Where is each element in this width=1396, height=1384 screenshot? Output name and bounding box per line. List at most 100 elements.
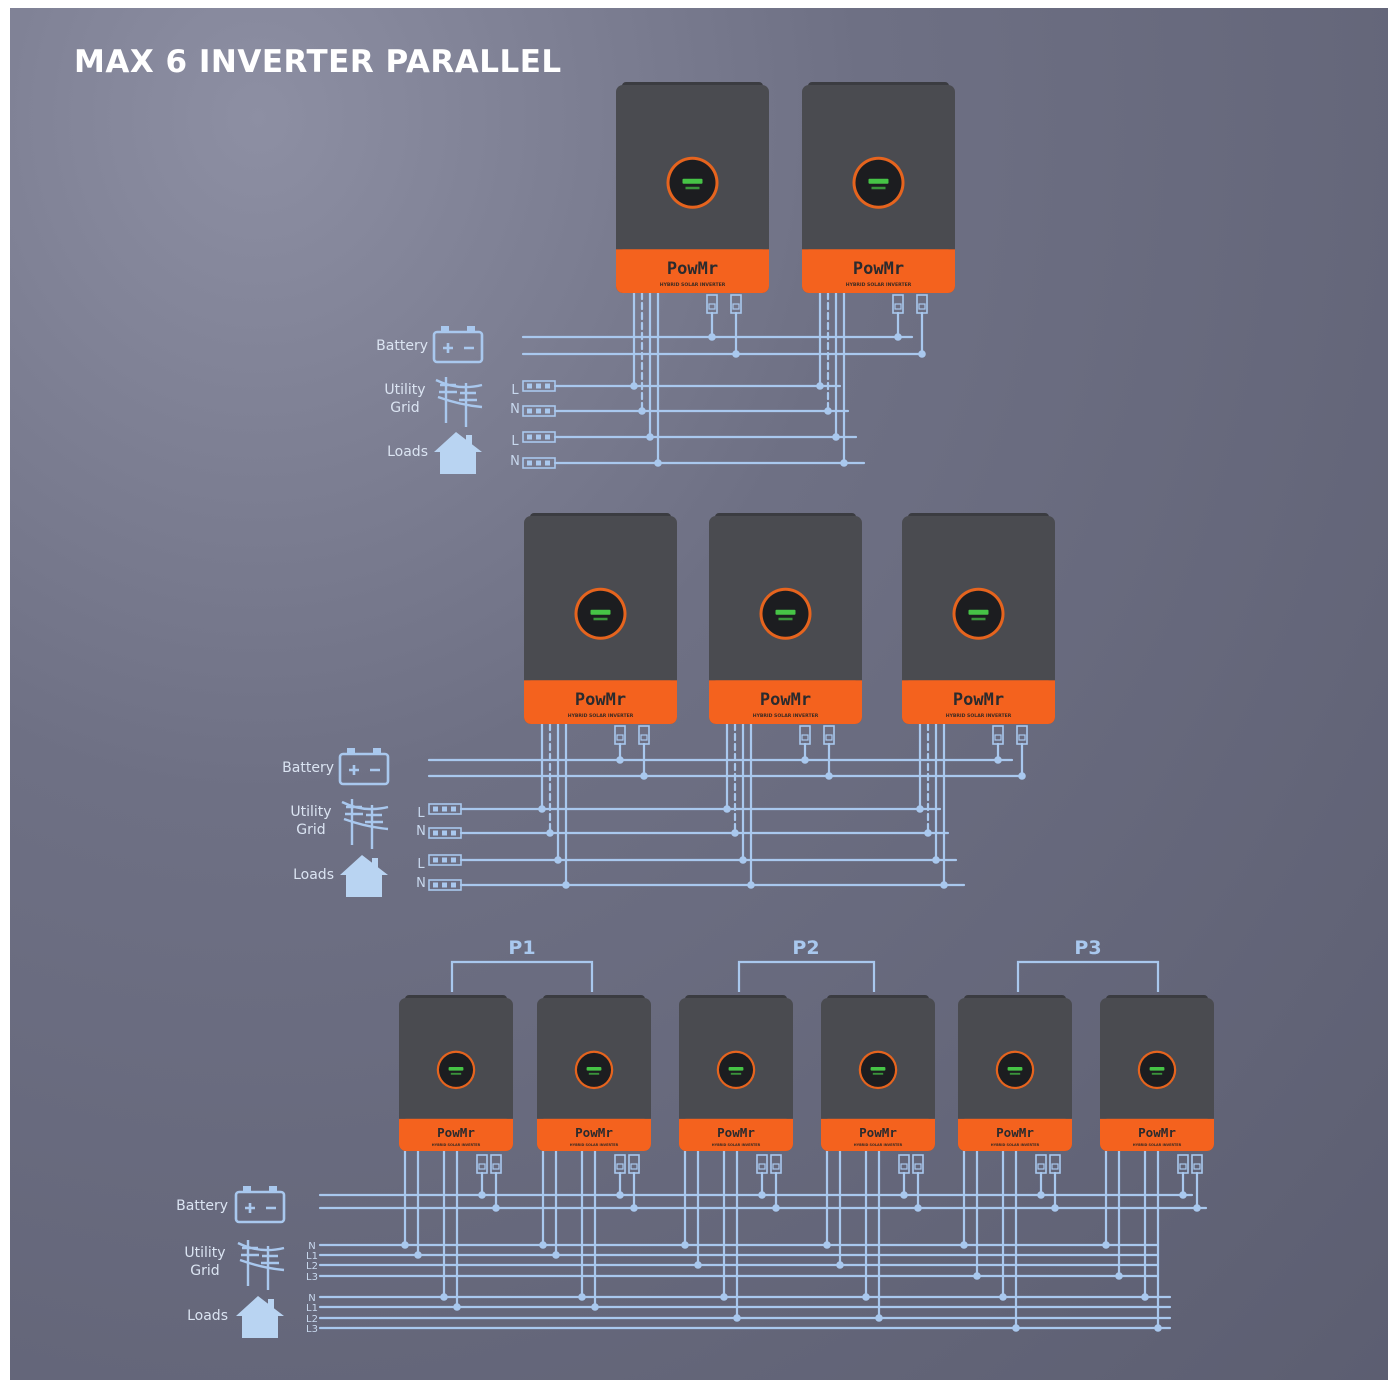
terminal-slot xyxy=(527,383,532,389)
display-readout xyxy=(871,186,886,190)
terminal-slot xyxy=(433,882,438,888)
terminal-block-icon xyxy=(992,725,1004,745)
junction-dot xyxy=(999,1293,1007,1301)
battery-icon xyxy=(234,1186,286,1224)
legend-utility-label: Utility xyxy=(184,1245,225,1261)
junction-dot xyxy=(918,350,926,358)
display-readout xyxy=(968,609,989,615)
inverter-orange-band xyxy=(524,680,677,724)
terminal-slot xyxy=(442,882,447,888)
pv-terminal xyxy=(823,725,835,745)
inverter-band-joint xyxy=(679,1118,793,1127)
display-readout xyxy=(448,1066,464,1071)
wiring-layer xyxy=(318,291,1208,1332)
brand-subtitle: HYBRID SOLAR INVERTER xyxy=(846,282,912,288)
junction-dot xyxy=(862,1293,870,1301)
junction-dot xyxy=(824,407,832,415)
brand-subtitle: HYBRID SOLAR INVERTER xyxy=(946,713,1012,719)
junction-dot xyxy=(914,1204,922,1212)
terminal-block-icon xyxy=(638,725,650,745)
pv-terminal xyxy=(1177,1154,1189,1174)
terminal-slot xyxy=(451,882,456,888)
inverter-orange-band xyxy=(902,680,1055,724)
brand-subtitle: HYBRID SOLAR INVERTER xyxy=(432,1143,481,1147)
terminal-block-icon xyxy=(522,457,556,469)
display-readout xyxy=(1151,1072,1163,1075)
terminal-block xyxy=(522,457,556,469)
brand-logo: PowMr xyxy=(953,690,1004,710)
junction-dot xyxy=(1193,1204,1201,1212)
legend-loads-label: Loads xyxy=(187,1308,228,1324)
wire-label: N xyxy=(510,402,520,417)
junction-dot xyxy=(492,1204,500,1212)
house-chimney xyxy=(268,1299,274,1309)
junction-dot xyxy=(1141,1293,1149,1301)
brand-logo: PowMr xyxy=(437,1125,475,1140)
junction-dot xyxy=(654,459,662,467)
inverter-orange-band xyxy=(821,1118,935,1151)
legend-loads-label: Loads xyxy=(293,867,334,883)
junction-dot xyxy=(694,1261,702,1269)
junction-dot xyxy=(894,333,902,341)
legend-loads-label: Loads xyxy=(387,444,428,460)
wire-label: L xyxy=(511,383,519,398)
legend-battery-label: Battery xyxy=(282,760,334,776)
battery-case xyxy=(432,330,484,364)
junction-dot xyxy=(478,1191,486,1199)
brand-subtitle: HYBRID SOLAR INVERTER xyxy=(753,713,819,719)
terminal-block-icon xyxy=(428,879,462,891)
terminal-slot xyxy=(492,1163,500,1170)
house-icon xyxy=(236,1296,284,1338)
terminal-block-icon xyxy=(1191,1154,1203,1174)
display-readout xyxy=(1149,1066,1165,1071)
junction-dot xyxy=(546,829,554,837)
inverter-orange-band xyxy=(679,1118,793,1151)
junction-dot xyxy=(801,756,809,764)
terminal-slot xyxy=(1179,1163,1187,1170)
brand-subtitle: HYBRID SOLAR INVERTER xyxy=(570,1143,619,1147)
junction-dot xyxy=(414,1251,422,1259)
terminal-block-icon xyxy=(490,1154,502,1174)
junction-dot xyxy=(440,1293,448,1301)
terminal-slot xyxy=(616,734,624,741)
inverter-band-joint xyxy=(524,680,677,689)
terminal-slot xyxy=(527,460,532,466)
terminal-slot xyxy=(545,460,550,466)
inverter-band-joint xyxy=(399,1118,513,1127)
parallel-group-bracket xyxy=(737,960,876,992)
display-readout xyxy=(870,1066,886,1071)
junction-dot xyxy=(538,805,546,813)
load-wire-label: L2 xyxy=(306,1314,318,1325)
terminal-block-icon xyxy=(1016,725,1028,745)
terminal-block-icon xyxy=(628,1154,640,1174)
junction-dot xyxy=(720,1293,728,1301)
terminal-slot xyxy=(772,1163,780,1170)
inverter-band-joint xyxy=(958,1118,1072,1127)
junction-dot xyxy=(708,333,716,341)
junction-dot xyxy=(960,1241,968,1249)
legend-layer: LNLNBatteryUtilityGridLoadsLNLNBatteryUt… xyxy=(176,326,1102,1338)
terminal-slot xyxy=(442,806,447,812)
terminal-block-icon xyxy=(756,1154,768,1174)
parallel-group-bracket xyxy=(450,960,594,992)
inverter-band-joint xyxy=(709,680,862,689)
legend-battery-label: Battery xyxy=(176,1198,228,1214)
battery-terminal xyxy=(269,1186,277,1192)
utility-pole-icon xyxy=(341,799,389,849)
terminal-block xyxy=(522,405,556,417)
pv-terminal xyxy=(892,294,904,314)
inverter-orange-band xyxy=(616,249,769,293)
junction-dot xyxy=(1115,1272,1123,1280)
junction-dot xyxy=(616,756,624,764)
group-label-p1: P1 xyxy=(508,937,535,959)
terminal-block-icon xyxy=(706,294,718,314)
junction-dot xyxy=(630,1204,638,1212)
inverter-band-joint xyxy=(616,249,769,258)
terminal-block-icon xyxy=(1049,1154,1061,1174)
house-shape xyxy=(340,855,388,897)
